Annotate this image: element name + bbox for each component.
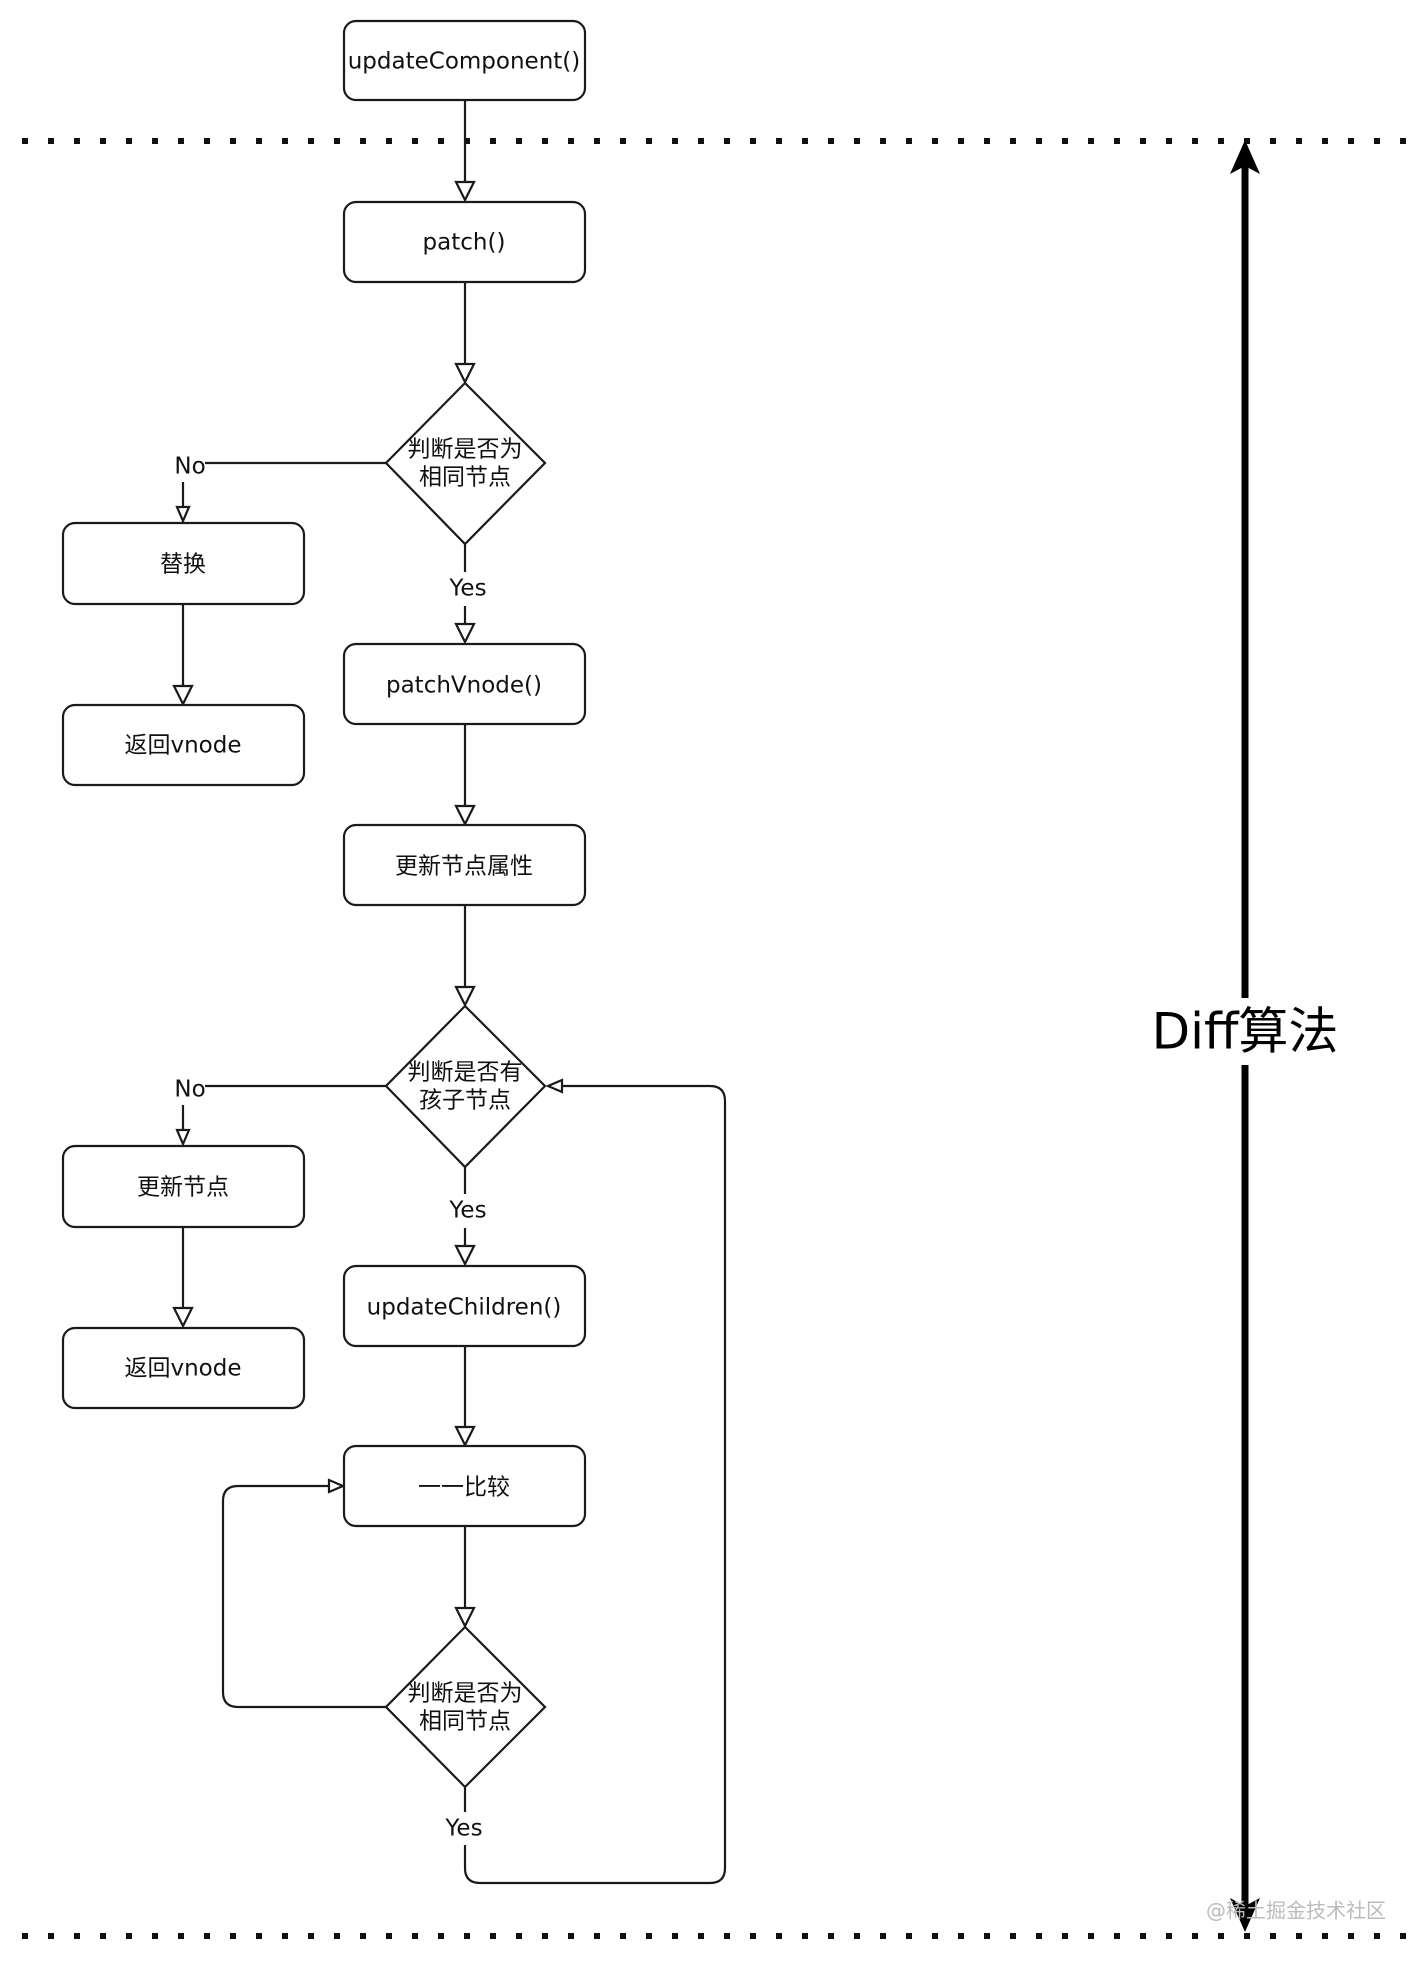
check2-line1: 判断是否有 — [408, 1060, 523, 1086]
arrowhead-patch — [454, 180, 476, 203]
watermark: @稀土掘金技术社区 — [1206, 1899, 1386, 1923]
edge-check3-loop-back — [221, 1484, 386, 1709]
node-return-vnode-1: 返回vnode — [61, 703, 306, 787]
node-compare-each: 一一比较 — [342, 1444, 587, 1528]
node-has-children-check: 判断是否有 孩子节点 — [384, 1004, 547, 1169]
node-patch-vnode-label: patchVnode() — [386, 673, 542, 699]
arrowhead-patchvnode — [454, 622, 476, 645]
node-replace-label: 替换 — [160, 552, 206, 578]
arrowhead-update-children — [454, 1244, 476, 1267]
node-replace: 替换 — [61, 521, 306, 606]
check3-line2: 相同节点 — [419, 1709, 511, 1735]
node-return-vnode-1-label: 返回vnode — [124, 733, 241, 759]
edge-label-yes-3: Yes — [444, 1816, 482, 1842]
node-return-vnode-2: 返回vnode — [61, 1326, 306, 1410]
arrowhead-update-node — [175, 1128, 191, 1147]
check2-line2: 孩子节点 — [419, 1088, 511, 1114]
node-update-component: updateComponent() — [342, 19, 587, 102]
check1-line2: 相同节点 — [419, 465, 511, 491]
arrowhead-return2 — [172, 1306, 194, 1329]
span-arrow-down-icon — [1230, 1898, 1260, 1932]
node-update-children: updateChildren() — [342, 1264, 587, 1348]
node-update-node-label: 更新节点 — [137, 1175, 229, 1201]
arrowhead-replace — [175, 505, 191, 524]
arrowhead-attrs — [454, 804, 476, 827]
edge-yes3-loop-to-check2 — [463, 1084, 727, 1885]
node-patch: patch() — [342, 200, 587, 284]
span-label: Diff算法 — [1152, 1003, 1339, 1061]
arrowhead-return1 — [172, 684, 194, 707]
arrowhead-loop-back — [327, 1478, 346, 1494]
edge-label-yes-1: Yes — [448, 576, 486, 602]
node-patch-label: patch() — [423, 230, 506, 256]
span-arrow-up-icon — [1230, 140, 1260, 174]
node-update-component-label: updateComponent() — [348, 49, 581, 75]
node-update-node-attrs-label: 更新节点属性 — [395, 854, 533, 880]
node-patch-vnode: patchVnode() — [342, 642, 587, 726]
arrowhead-check2 — [454, 985, 476, 1008]
arrowhead-check1 — [454, 362, 476, 385]
edge-label-no-1: No — [174, 454, 205, 480]
check3-line1: 判断是否为 — [408, 1681, 523, 1707]
node-update-children-label: updateChildren() — [367, 1295, 562, 1321]
node-same-node-check-1: 判断是否为 相同节点 — [384, 381, 547, 546]
arrowhead-compare — [454, 1425, 476, 1448]
node-update-node: 更新节点 — [61, 1144, 306, 1229]
edge-label-no-2: No — [174, 1077, 205, 1103]
arrowhead-check3 — [454, 1606, 476, 1629]
arrowhead-check2-return — [545, 1078, 564, 1094]
node-compare-each-label: 一一比较 — [418, 1475, 510, 1501]
check1-line1: 判断是否为 — [408, 437, 523, 463]
edge-label-yes-2: Yes — [448, 1198, 486, 1224]
node-update-node-attrs: 更新节点属性 — [342, 823, 587, 907]
node-same-node-check-2: 判断是否为 相同节点 — [384, 1625, 547, 1789]
node-return-vnode-2-label: 返回vnode — [124, 1356, 241, 1382]
